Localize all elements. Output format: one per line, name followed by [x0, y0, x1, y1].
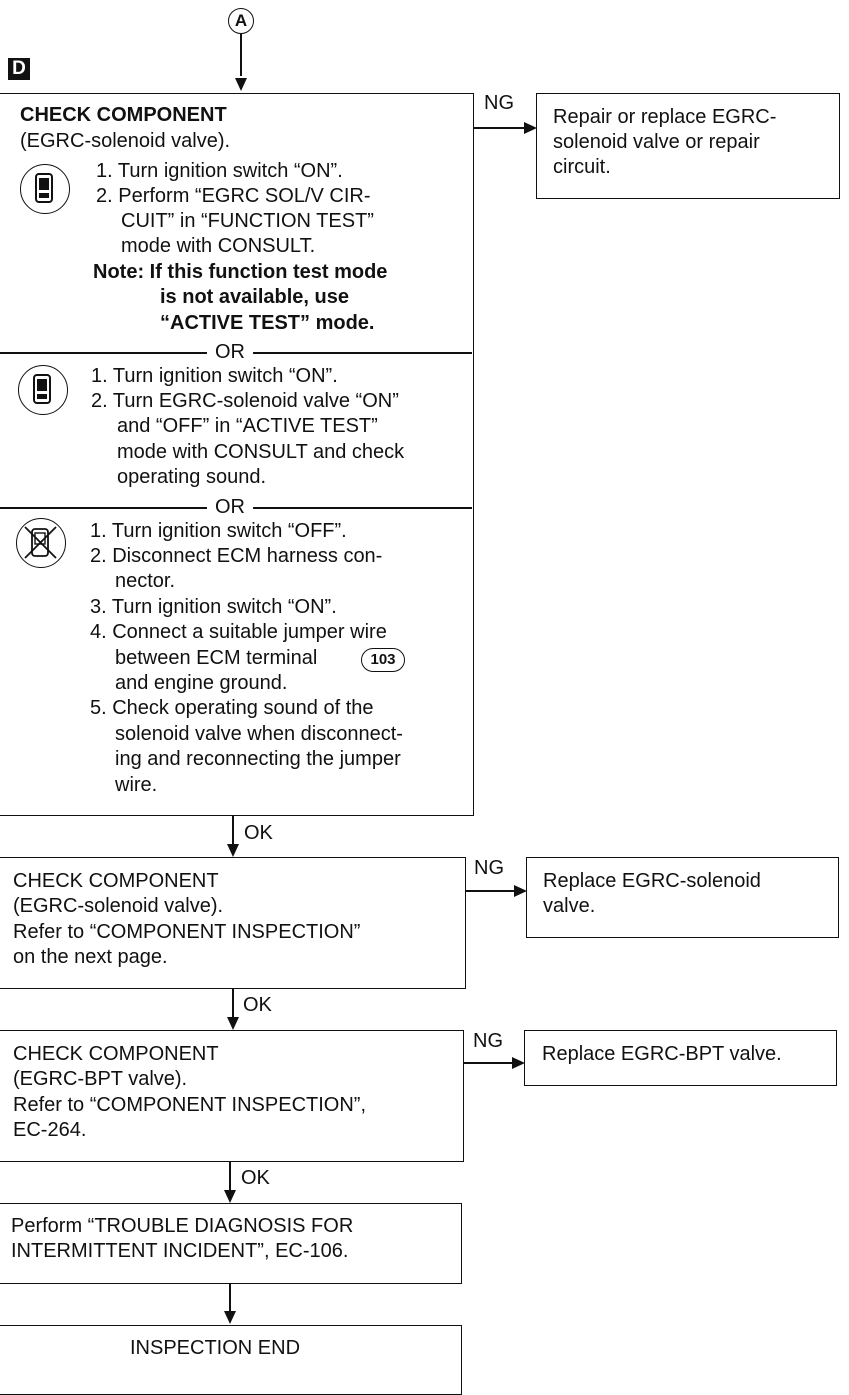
ng-box-line-2: solenoid valve or repair [553, 131, 760, 153]
method3-line-1: 1. Turn ignition switch “OFF”. [90, 520, 347, 542]
flow-line [240, 34, 242, 76]
step2-ng-box [526, 857, 839, 938]
method2-line-3: and “OFF” in “ACTIVE TEST” [117, 415, 378, 437]
ok-label: OK [244, 822, 273, 844]
arrow-head [514, 885, 527, 897]
step3-line-3: Refer to “COMPONENT INSPECTION”, [13, 1094, 367, 1116]
flow-line [229, 1284, 231, 1312]
method3-line-10: ing and reconnecting the jumper [115, 748, 401, 770]
section-marker-d: D [8, 58, 30, 80]
method3-line-5: 4. Connect a suitable jumper wire [90, 621, 387, 643]
step1-subtitle: (EGRC-solenoid valve). [20, 130, 231, 152]
arrow-head [235, 78, 247, 91]
consult-tester-icon [20, 164, 70, 214]
ok-label: OK [241, 1167, 270, 1189]
method1-line-1: 1. Turn ignition switch “ON”. [96, 160, 343, 182]
step3-line-2: (EGRC-BPT valve). [13, 1068, 188, 1090]
step1-box [0, 93, 474, 816]
step4-box [0, 1203, 462, 1284]
or-separator: OR [207, 496, 253, 518]
method3-line-8: 5. Check operating sound of the [90, 697, 374, 719]
no-tools-icon [16, 518, 66, 568]
method1-note-3: “ACTIVE TEST” mode. [160, 312, 375, 334]
flow-line [466, 890, 516, 892]
arrow-head [227, 1017, 239, 1030]
step2-box [0, 857, 466, 989]
arrow-head [224, 1311, 236, 1324]
step2-ng-line-2: valve. [543, 895, 596, 917]
method2-line-5: operating sound. [117, 466, 267, 488]
terminal-103: 103 [361, 648, 405, 672]
method3-line-9: solenoid valve when disconnect- [115, 723, 403, 745]
ng-box-line-3: circuit. [553, 156, 611, 178]
ng-label: NG [484, 92, 514, 114]
method2-line-1: 1. Turn ignition switch “ON”. [91, 365, 338, 387]
step3-ng-line-1: Replace EGRC-BPT valve. [542, 1043, 782, 1065]
step3-line-4: EC-264. [13, 1119, 87, 1141]
or-separator: OR [207, 341, 253, 363]
method1-line-2: 2. Perform “EGRC SOL/V CIR- [96, 185, 371, 207]
ng-label: NG [473, 1030, 503, 1052]
step2-ng-line-1: Replace EGRC-solenoid [543, 870, 761, 892]
method3-line-11: wire. [115, 774, 158, 796]
flow-line [232, 989, 234, 1017]
step2-line-1: CHECK COMPONENT [13, 870, 219, 892]
step4-line-1: Perform “TROUBLE DIAGNOSIS FOR [11, 1215, 354, 1237]
flow-line [232, 816, 234, 844]
ng-label: NG [474, 857, 504, 879]
arrow-head [512, 1057, 525, 1069]
flow-line [464, 1062, 514, 1064]
step1-ng-box [536, 93, 840, 199]
step2-line-2: (EGRC-solenoid valve). [13, 895, 224, 917]
step4-line-2: INTERMITTENT INCIDENT”, EC-106. [11, 1240, 349, 1262]
method2-line-4: mode with CONSULT and check [117, 441, 405, 463]
step3-line-1: CHECK COMPONENT [13, 1043, 219, 1065]
step2-line-3: Refer to “COMPONENT INSPECTION” [13, 921, 361, 943]
method1-note-1: Note: If this function test mode [93, 261, 388, 283]
step3-box [0, 1030, 464, 1162]
method3-line-4: 3. Turn ignition switch “ON”. [90, 596, 337, 618]
step1-title: CHECK COMPONENT [20, 104, 227, 126]
connector-a: A [228, 8, 254, 34]
step2-line-4: on the next page. [13, 946, 168, 968]
consult-tester-icon [18, 365, 68, 415]
arrow-head [224, 1190, 236, 1203]
method3-line-2: 2. Disconnect ECM harness con- [90, 545, 383, 567]
method3-line-7: and engine ground. [115, 672, 288, 694]
step3-ng-box [524, 1030, 837, 1086]
method2-line-2: 2. Turn EGRC-solenoid valve “ON” [91, 390, 399, 412]
method3-line-6: between ECM terminal [115, 647, 318, 669]
arrow-head [524, 122, 537, 134]
ok-label: OK [243, 994, 272, 1016]
arrow-head [227, 844, 239, 857]
method1-note-2: is not available, use [160, 286, 349, 308]
flow-line [229, 1162, 231, 1190]
method1-line-3: CUIT” in “FUNCTION TEST” [121, 210, 374, 232]
ng-box-line-1: Repair or replace EGRC- [553, 106, 777, 128]
method1-line-4: mode with CONSULT. [121, 235, 316, 257]
inspection-end-label: INSPECTION END [130, 1337, 301, 1359]
method3-line-3: nector. [115, 570, 176, 592]
flow-line [474, 127, 526, 129]
